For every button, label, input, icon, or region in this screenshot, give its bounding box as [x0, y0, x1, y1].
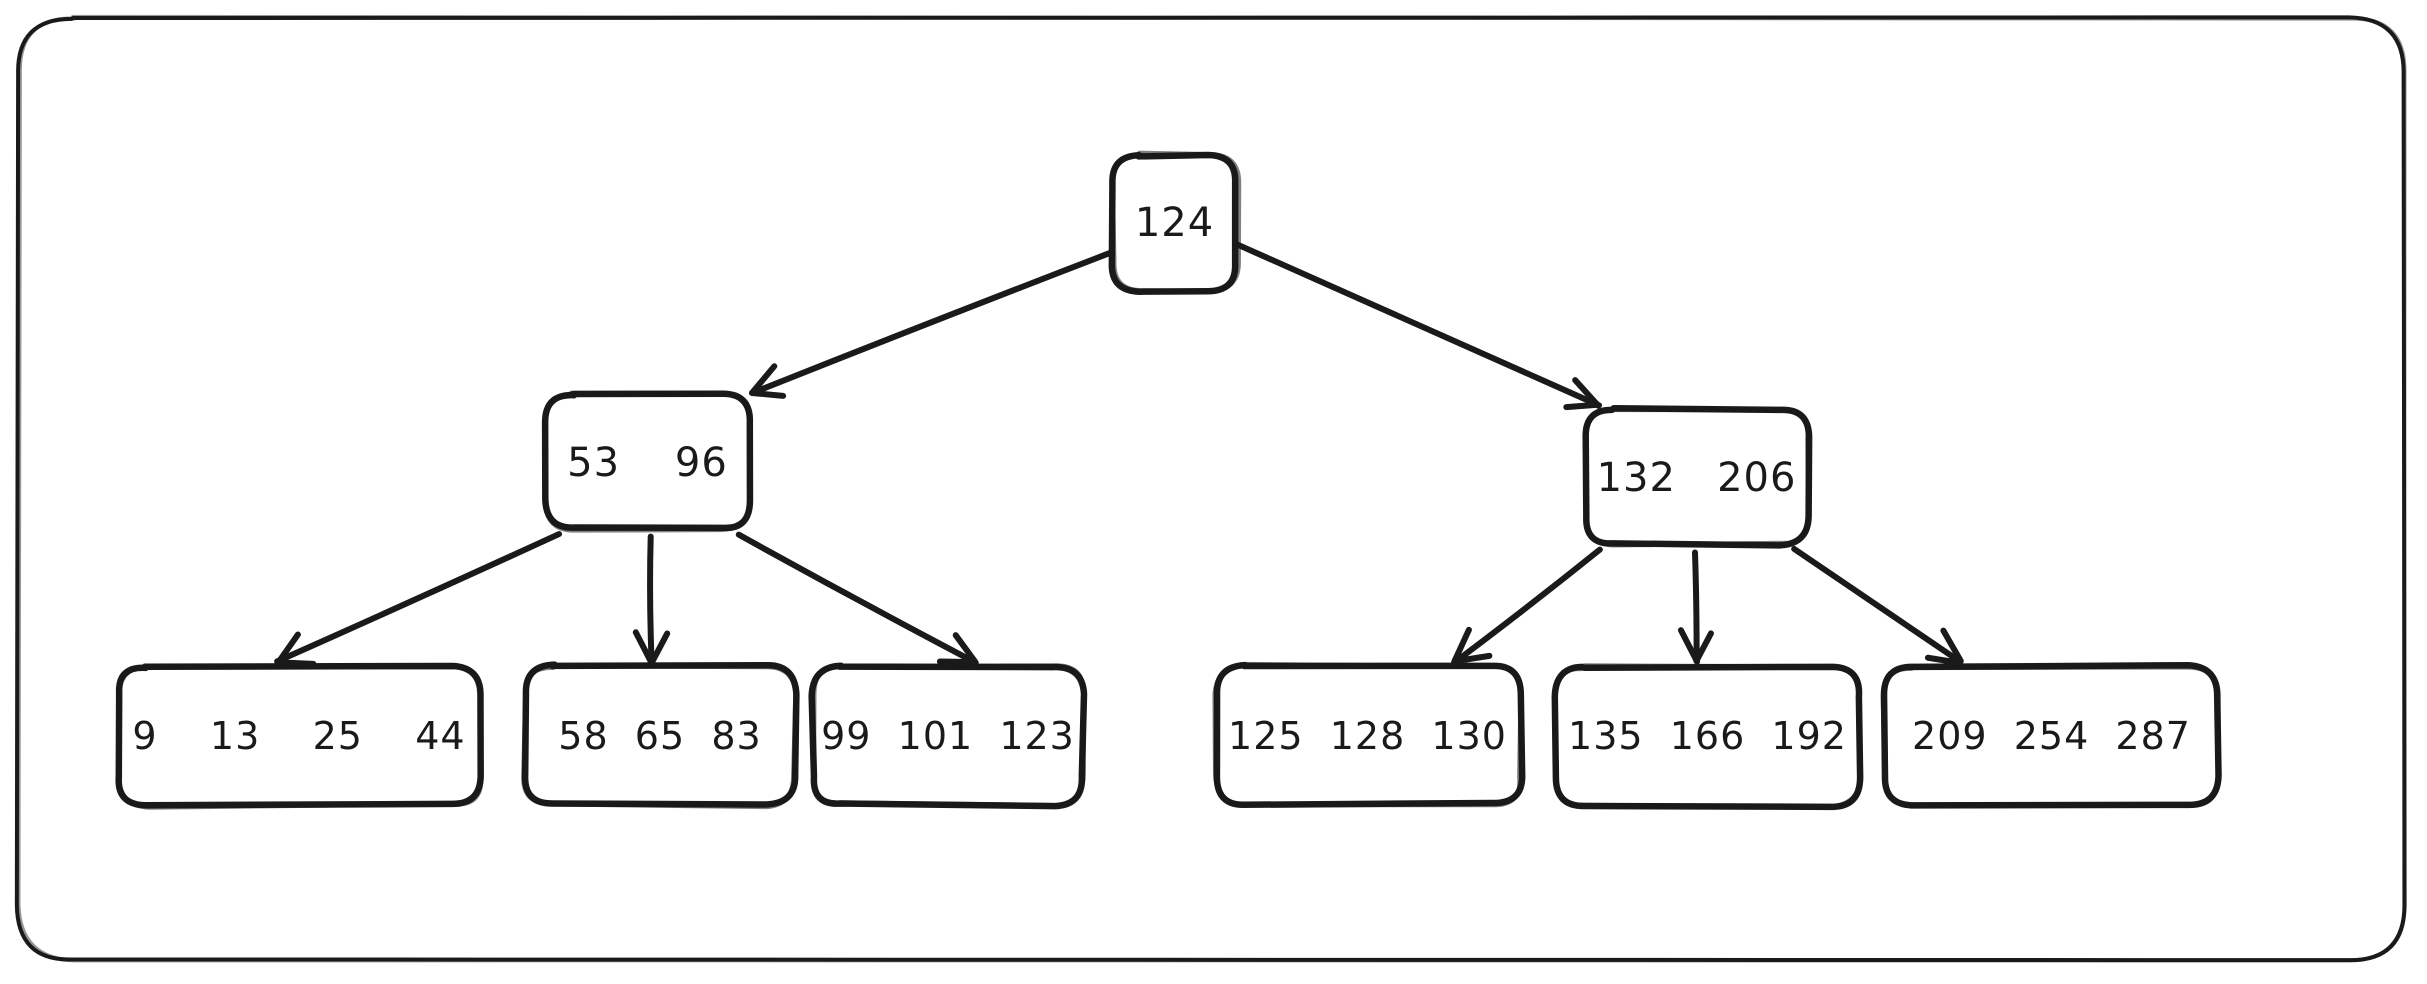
edge-left-leaf2 [632, 533, 671, 666]
arrowhead-stroke [1924, 654, 1964, 666]
node-outline [1110, 150, 1242, 294]
node-outline [1213, 661, 1526, 809]
btree-node-leaf-4[interactable] [1212, 661, 1526, 809]
edge-root-left [748, 249, 1115, 399]
node-outline [1582, 404, 1813, 549]
arrowhead-stroke [1451, 652, 1493, 665]
btree-node-root[interactable] [1108, 150, 1242, 295]
edge-shaft [1791, 545, 1964, 665]
node-outline [521, 661, 800, 808]
node-outline [811, 663, 1086, 808]
btree-node-leaf-1[interactable] [115, 662, 484, 810]
btree-node-leaf-5[interactable] [1551, 663, 1864, 811]
btree-node-leaf-2[interactable] [521, 661, 800, 810]
arrowhead-stroke [1572, 377, 1602, 409]
btree-node-leaf-3[interactable] [808, 662, 1088, 810]
node-outline [541, 390, 754, 532]
edge-shaft [735, 531, 979, 666]
btree-node-internal-right[interactable] [1582, 404, 1813, 549]
arrowhead-stroke [1940, 627, 1964, 665]
edge-shaft [749, 249, 1115, 396]
edge-shaft [647, 533, 655, 666]
edge-shaft [274, 531, 563, 665]
node-outline [1108, 151, 1239, 295]
edge-right-leaf6 [1791, 545, 1964, 666]
node-outline [1880, 661, 2222, 809]
arrowhead-stroke [649, 630, 671, 665]
arrowhead-stroke [952, 632, 979, 665]
arrowhead-stroke [1563, 401, 1601, 411]
arrowhead-stroke [632, 629, 655, 666]
node-outline [1552, 663, 1864, 809]
arrowhead-stroke [749, 363, 778, 396]
arrowhead-stroke [275, 631, 301, 666]
edge-right-leaf4 [1450, 546, 1603, 666]
node-layer [115, 150, 2222, 811]
edge-left-leaf3 [735, 531, 979, 666]
btree-node-leaf-6[interactable] [1880, 661, 2222, 809]
node-outline [1551, 663, 1864, 811]
edge-shaft [1235, 241, 1603, 409]
node-outline [808, 662, 1088, 810]
edge-shaft [1450, 546, 1603, 666]
node-outline [1582, 407, 1811, 548]
arrowhead-stroke [1451, 626, 1472, 665]
node-outline [1880, 665, 2221, 808]
arrowhead-stroke [1693, 630, 1714, 665]
edge-shaft [1692, 549, 1700, 664]
btree-node-internal-left[interactable] [541, 390, 754, 533]
arrowhead-stroke [748, 389, 787, 399]
node-outline [521, 663, 798, 810]
node-outline [116, 664, 484, 810]
edge-root-right [1235, 241, 1603, 411]
arrowhead-stroke [936, 658, 978, 666]
arrowhead-stroke [1677, 627, 1701, 665]
node-outline [543, 390, 753, 533]
node-outline [1212, 661, 1524, 808]
edge-right-leaf5 [1677, 549, 1714, 665]
node-outline [115, 662, 484, 809]
